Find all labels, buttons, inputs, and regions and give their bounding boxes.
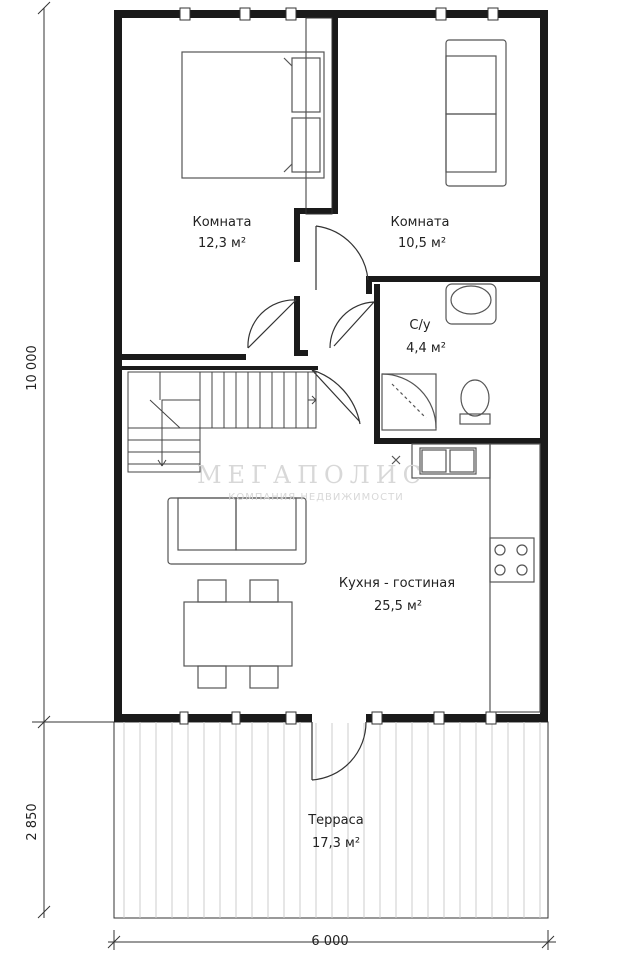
- dim-width: 6 000: [311, 934, 348, 949]
- bed: [181, 51, 325, 179]
- living-sofa: [167, 497, 307, 565]
- bedroom1-name: Комната: [193, 215, 252, 230]
- bedroom1-door[interactable]: [247, 299, 297, 349]
- terrace-name: Терраса: [307, 813, 364, 828]
- bedroom2-name: Комната: [391, 215, 450, 230]
- kitchen-living-name: Кухня - гостиная: [339, 576, 455, 591]
- bathroom-fixtures: [381, 283, 497, 431]
- terrace-door[interactable]: [311, 721, 367, 781]
- dimension-lines: [32, 1, 556, 950]
- staircase: [127, 371, 317, 473]
- windows: [179, 7, 499, 725]
- dim-house-depth: 10 000: [25, 345, 40, 391]
- terrace-door-opening: [312, 713, 366, 723]
- kitchen-living-area: 25,5 м²: [374, 599, 422, 614]
- wardrobe: [305, 17, 333, 215]
- dining-table: [183, 579, 293, 689]
- terrace-area: 17,3 м²: [312, 836, 360, 851]
- terrace-deck: [113, 721, 549, 919]
- bedroom1-area: 12,3 м²: [198, 236, 246, 251]
- bathroom-name: С/у: [409, 318, 430, 333]
- bathroom-area: 4,4 м²: [406, 341, 446, 356]
- bathroom-door[interactable]: [329, 301, 375, 349]
- bedroom2-door[interactable]: [315, 225, 369, 290]
- kitchen-counter: [391, 443, 541, 713]
- interior-walls: [122, 18, 540, 444]
- watermark-title: МЕГАПОЛИС: [197, 461, 427, 489]
- bedroom2-area: 10,5 м²: [398, 236, 446, 251]
- watermark-subtitle: КОМПАНИЯ НЕДВИЖИМОСТИ: [228, 492, 403, 503]
- dim-terrace-depth: 2 850: [25, 803, 40, 840]
- corridor-door[interactable]: [311, 369, 361, 425]
- sofa-bedroom2: [445, 39, 507, 187]
